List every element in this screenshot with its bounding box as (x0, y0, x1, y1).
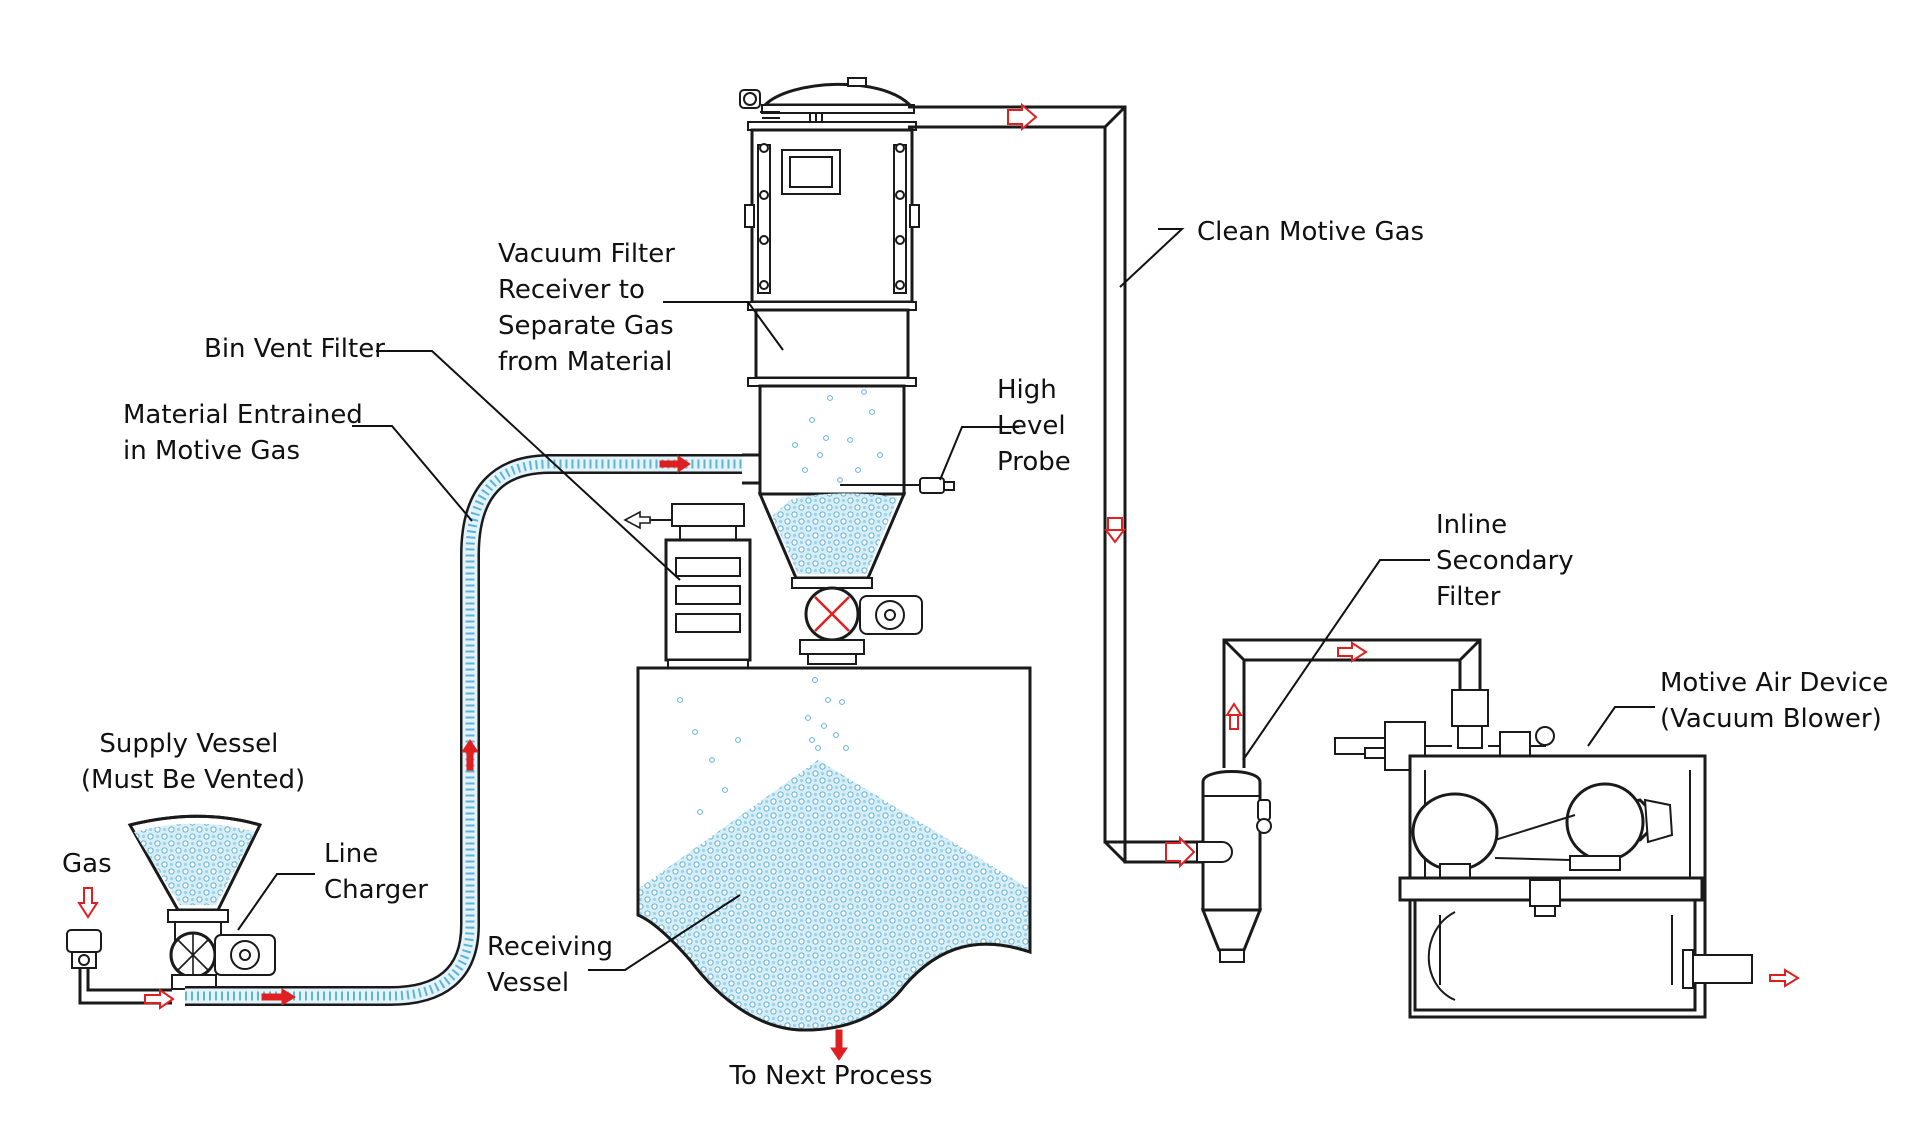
bin-vent-filter (623, 503, 752, 669)
label-receiving-vessel: Receiving Vessel (487, 932, 621, 998)
gas-inlet-valve (66, 929, 172, 1005)
labels: Vacuum Filter Receiver to Separate Gas f… (62, 217, 1897, 1091)
gas-flow-arrow-icon (77, 102, 1800, 1010)
label-clean-motive-gas: Clean Motive Gas (1197, 217, 1424, 247)
line-charger (169, 931, 276, 990)
label-material-entrained: Material Entrained in Motive Gas (123, 400, 371, 466)
falling-material-vessel (677, 677, 849, 815)
inline-secondary-filter (1196, 638, 1482, 963)
falling-material-receiver (792, 389, 883, 483)
label-high-level-probe: High Level Probe (997, 375, 1074, 477)
receiving-vessel (636, 666, 1032, 1032)
label-to-next-process: To Next Process (728, 1061, 932, 1091)
label-vacuum-filter-receiver: Vacuum Filter Receiver to Separate Gas f… (498, 239, 683, 377)
label-supply-vessel: Supply Vessel (Must Be Vented) (81, 729, 305, 795)
label-motive-air-device: Motive Air Device (Vacuum Blower) (1660, 668, 1897, 734)
leader-lines (237, 228, 1655, 971)
vacuum-blower (1334, 689, 1753, 1019)
label-bin-vent-filter: Bin Vent Filter (204, 334, 385, 364)
material-flow-arrow-icon (261, 455, 848, 1061)
label-line-charger: Line Charger (324, 839, 428, 905)
vacuum-filter-receiver (739, 77, 955, 665)
label-inline-secondary-filter: Inline Secondary Filter (1436, 510, 1582, 612)
label-gas: Gas (62, 849, 112, 879)
